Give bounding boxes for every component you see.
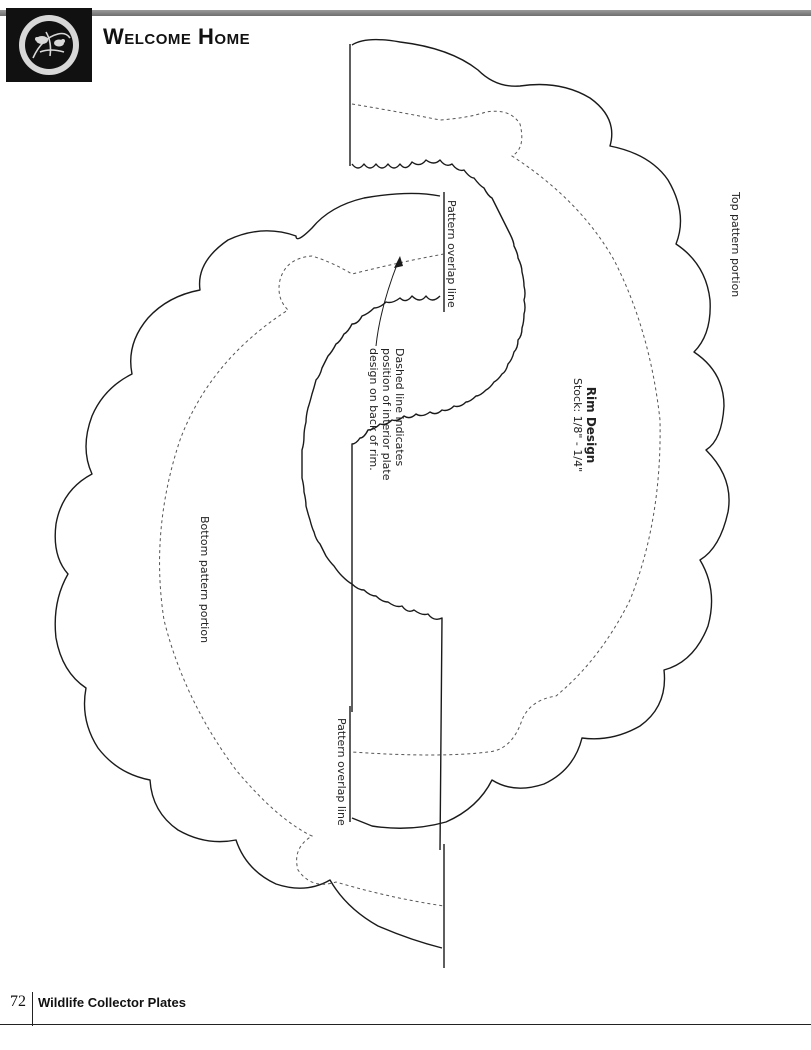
bottom-portion-outline <box>54 192 443 949</box>
top-overlap-label: Pattern overlap line <box>445 200 458 308</box>
note-line: design on back of rim. <box>367 348 380 471</box>
note-arrowhead <box>394 256 403 268</box>
page-number: 72 <box>10 993 26 1010</box>
rim-design-label: Rim Design Stock: 1/8" - 1/4" <box>571 378 598 472</box>
bird-medallion-icon <box>6 8 92 82</box>
top-dashed-line <box>351 103 661 756</box>
note-arrow <box>375 261 399 347</box>
bottom-overlap-label: Pattern overlap line <box>335 718 348 826</box>
note-line: position of interior plate <box>380 348 393 481</box>
footer-divider <box>0 1024 811 1025</box>
note-line: Dashed line indicates <box>393 348 406 467</box>
footer-vertical-divider <box>32 992 33 1026</box>
dashed-line-note: Dashed line indicates position of interi… <box>367 348 406 480</box>
book-title: Wildlife Collector Plates <box>38 995 186 1010</box>
page-title: Welcome Home <box>103 24 251 49</box>
bottom-dashed-line <box>159 253 445 907</box>
top-portion-label: Top pattern portion <box>729 192 742 298</box>
top-portion-inner-edge <box>351 159 526 712</box>
header-bar <box>0 10 811 16</box>
top-portion-outline <box>351 38 730 829</box>
rim-stock-text: Stock: 1/8" - 1/4" <box>571 378 584 473</box>
rim-design-title: Rim Design <box>584 386 598 464</box>
bottom-portion-label: Bottom pattern portion <box>198 516 211 644</box>
bottom-portion-inner-edge <box>301 295 443 851</box>
